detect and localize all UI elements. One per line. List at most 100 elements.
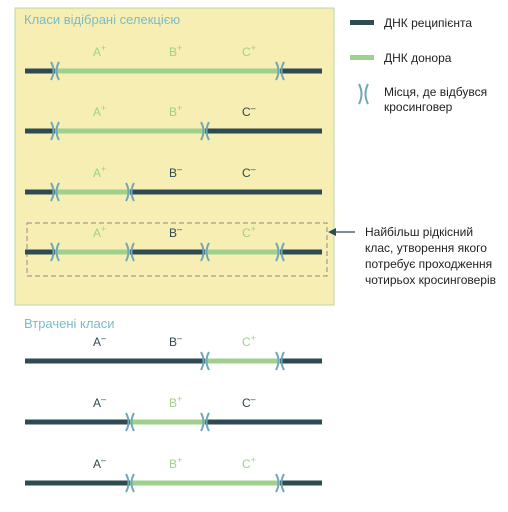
- allele-base: B: [169, 457, 177, 471]
- allele-sign: –: [251, 103, 256, 113]
- callout-line-2: клас, утворення якого: [365, 241, 487, 255]
- allele-sign: +: [101, 224, 106, 234]
- allele-label: B–: [169, 164, 182, 180]
- allele-base: C: [242, 335, 251, 349]
- allele-base: C: [242, 457, 251, 471]
- allele-label: C+: [242, 43, 256, 59]
- allele-label: C+: [242, 224, 256, 240]
- allele-sign: +: [251, 224, 256, 234]
- allele-label: A–: [93, 394, 106, 410]
- allele-sign: +: [101, 103, 106, 113]
- crossover-icon: [200, 121, 210, 141]
- chromosome-row: A+B+C–: [25, 103, 322, 141]
- allele-label: B–: [169, 224, 182, 240]
- allele-label: C–: [242, 394, 256, 410]
- crossover-icon: [275, 242, 285, 262]
- allele-base: C: [242, 45, 251, 59]
- allele-base: B: [169, 166, 177, 180]
- allele-label: A–: [93, 455, 106, 471]
- chromosome-rows: A+B+C+A+B+C–A+B–C–A+B–C+A–B–C+A–B+C–A–B+…: [25, 43, 322, 493]
- allele-base: B: [169, 45, 177, 59]
- allele-sign: +: [101, 43, 106, 53]
- selected-classes-panel: [14, 7, 335, 306]
- lost-classes-title: Втрачені класи: [24, 316, 114, 331]
- chromosome-row: A–B–C+: [25, 333, 322, 371]
- chromosome-row: A+B–C+: [25, 224, 322, 262]
- callout-line-3: потребує проходження: [365, 257, 492, 271]
- allele-label: A+: [93, 224, 106, 240]
- crossover-icon: [125, 412, 135, 432]
- chromosome-row: A–B+C–: [25, 394, 322, 432]
- crossover-icon: [200, 412, 210, 432]
- allele-label: C+: [242, 455, 256, 471]
- allele-sign: –: [177, 333, 182, 343]
- legend-crossover-icon: [358, 83, 369, 105]
- allele-sign: +: [101, 164, 106, 174]
- crossover-icon: [200, 242, 210, 262]
- legend-crossover-line-2: кросинговер: [384, 100, 453, 114]
- allele-base: B: [169, 396, 177, 410]
- allele-base: A: [93, 396, 101, 410]
- allele-label: C+: [242, 333, 256, 349]
- allele-label: B+: [169, 103, 182, 119]
- allele-base: C: [242, 166, 251, 180]
- allele-sign: –: [101, 394, 106, 404]
- crossover-icon: [125, 242, 135, 262]
- allele-sign: +: [251, 43, 256, 53]
- callout-arrow-head: [328, 228, 336, 236]
- allele-sign: +: [177, 455, 182, 465]
- chromosome-row: A–B+C+: [25, 455, 322, 493]
- allele-label: B+: [169, 43, 182, 59]
- allele-sign: +: [177, 103, 182, 113]
- crossover-icon: [275, 473, 285, 493]
- allele-base: A: [93, 166, 101, 180]
- allele-sign: –: [251, 394, 256, 404]
- crossover-icon: [200, 351, 210, 371]
- crossover-icon: [125, 473, 135, 493]
- allele-label: A+: [93, 43, 106, 59]
- allele-sign: –: [177, 164, 182, 174]
- allele-base: B: [169, 226, 177, 240]
- allele-label: A+: [93, 164, 106, 180]
- crossover-icon: [275, 61, 285, 81]
- allele-base: B: [169, 335, 177, 349]
- allele-sign: –: [251, 164, 256, 174]
- crossover-icon: [50, 61, 60, 81]
- allele-label: B–: [169, 333, 182, 349]
- chromosome-row: A+B–C–: [25, 164, 322, 202]
- allele-sign: –: [101, 455, 106, 465]
- allele-label: A+: [93, 103, 106, 119]
- legend-recipient-swatch: [350, 20, 374, 25]
- legend-donor-swatch: [350, 55, 374, 60]
- allele-sign: +: [177, 394, 182, 404]
- callout-line-1: Найбільш рідкісний: [365, 225, 473, 239]
- crossover-icon: [125, 182, 135, 202]
- allele-base: A: [93, 45, 101, 59]
- crossover-icon: [50, 121, 60, 141]
- allele-base: A: [93, 335, 101, 349]
- legend-recipient-label: ДНК реципієнта: [384, 16, 472, 30]
- allele-base: B: [169, 105, 177, 119]
- allele-base: A: [93, 105, 101, 119]
- allele-label: B+: [169, 455, 182, 471]
- allele-sign: +: [251, 333, 256, 343]
- legend-crossover-line-1: Місця, де відбувся: [384, 85, 487, 99]
- allele-label: C–: [242, 103, 256, 119]
- callout-line-4: чотирьох кросинговерів: [365, 273, 496, 287]
- allele-base: C: [242, 105, 251, 119]
- allele-sign: +: [251, 455, 256, 465]
- allele-label: B+: [169, 394, 182, 410]
- allele-base: A: [93, 226, 101, 240]
- allele-sign: –: [101, 333, 106, 343]
- allele-base: C: [242, 226, 251, 240]
- crossover-icon: [50, 182, 60, 202]
- legend-donor-label: ДНК донора: [384, 51, 452, 65]
- allele-sign: –: [177, 224, 182, 234]
- allele-label: A–: [93, 333, 106, 349]
- crossover-icon: [275, 351, 285, 371]
- crossover-icon: [50, 242, 60, 262]
- allele-base: C: [242, 396, 251, 410]
- allele-sign: +: [177, 43, 182, 53]
- allele-label: C–: [242, 164, 256, 180]
